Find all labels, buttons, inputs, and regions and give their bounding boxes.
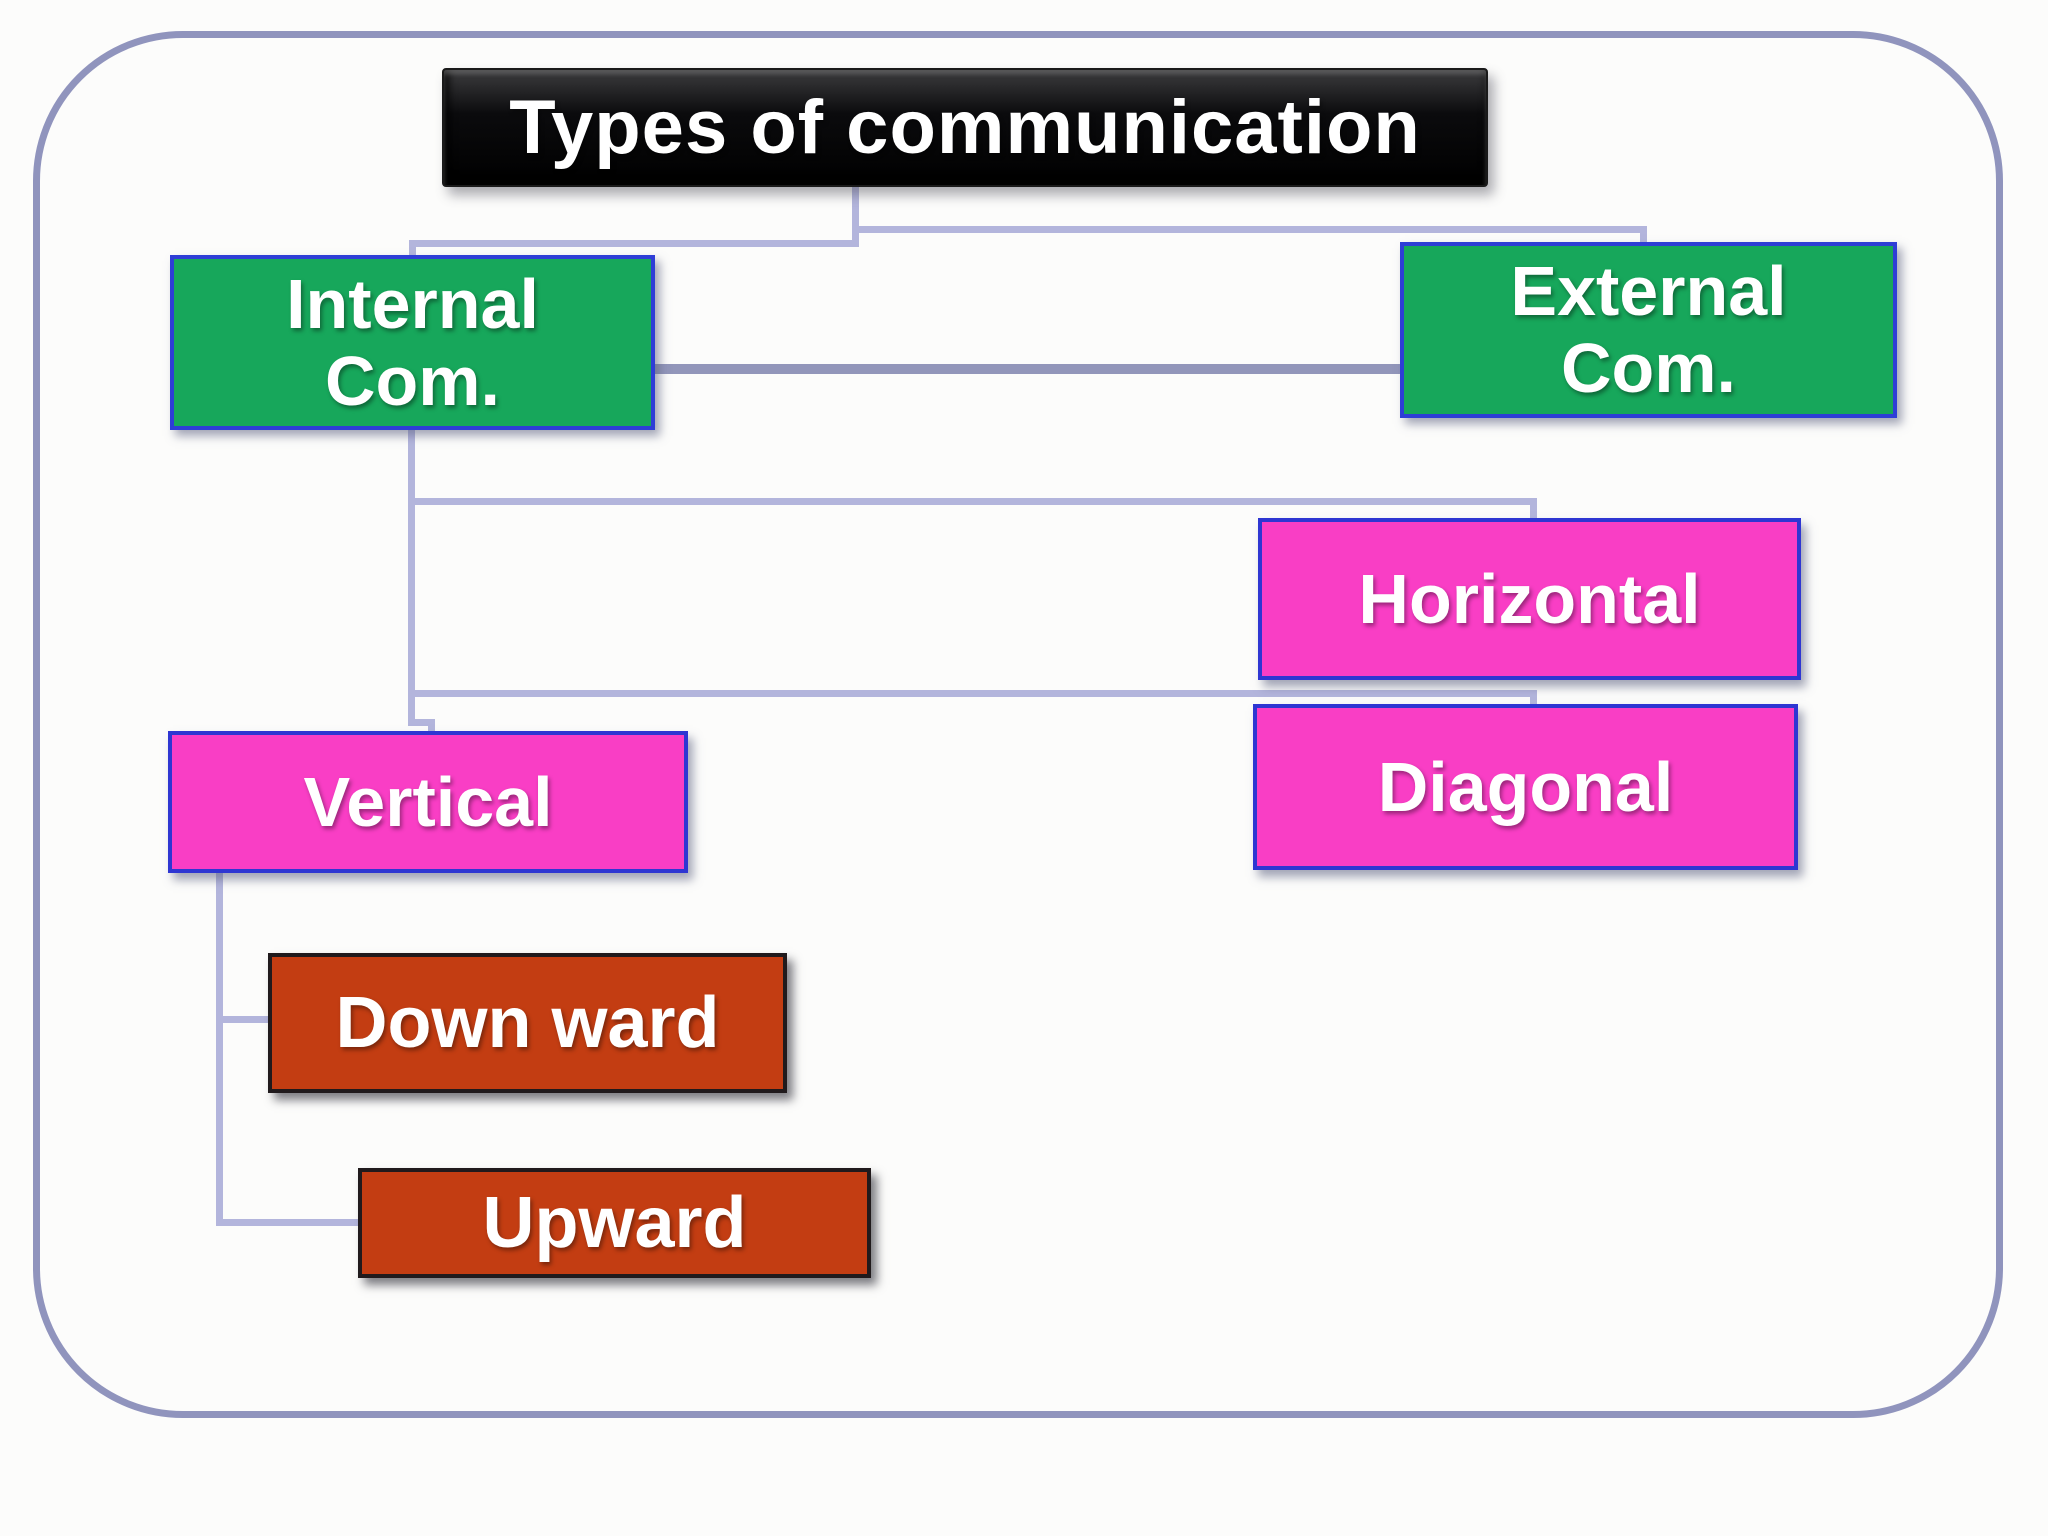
node-diagonal-label: Diagonal bbox=[1377, 748, 1674, 826]
connector-to-upward bbox=[216, 1219, 362, 1226]
node-upward-label: Upward bbox=[482, 1183, 747, 1263]
node-downward-label: Down ward bbox=[335, 983, 720, 1063]
node-upward: Upward bbox=[358, 1168, 871, 1278]
node-horizontal: Horizontal bbox=[1258, 518, 1801, 680]
node-external-com-label: External Com. bbox=[1510, 252, 1787, 407]
connector-horizontal-drop bbox=[1530, 498, 1537, 522]
node-internal-com: Internal Com. bbox=[170, 255, 655, 430]
outer-rounded-frame bbox=[33, 31, 2003, 1418]
node-external-com: External Com. bbox=[1400, 242, 1897, 418]
connector-title-junction bbox=[852, 187, 859, 245]
node-vertical-label: Vertical bbox=[303, 763, 553, 841]
connector-internal-drop bbox=[409, 240, 416, 258]
node-vertical: Vertical bbox=[168, 731, 688, 873]
connector-to-downward bbox=[216, 1016, 272, 1023]
connector-to-horizontal bbox=[408, 498, 1537, 505]
node-downward: Down ward bbox=[268, 953, 787, 1093]
connector-vertical-trunk bbox=[216, 869, 223, 1226]
connector-external-drop bbox=[1640, 226, 1647, 248]
node-diagonal: Diagonal bbox=[1253, 704, 1798, 870]
title-box: Types of communication bbox=[442, 68, 1488, 187]
connector-internal-external bbox=[655, 364, 1400, 374]
connector-vertical-drop bbox=[428, 719, 435, 735]
title-label: Types of communication bbox=[509, 85, 1421, 170]
connector-to-diagonal bbox=[408, 690, 1537, 697]
node-horizontal-label: Horizontal bbox=[1358, 560, 1701, 638]
connector-title-to-internal bbox=[409, 240, 859, 247]
node-internal-com-label: Internal Com. bbox=[286, 264, 539, 420]
connector-internal-trunk bbox=[408, 428, 415, 726]
connector-vertical-jog bbox=[408, 719, 435, 726]
connector-title-to-external bbox=[852, 226, 1647, 233]
connector-diagonal-drop bbox=[1530, 690, 1537, 708]
